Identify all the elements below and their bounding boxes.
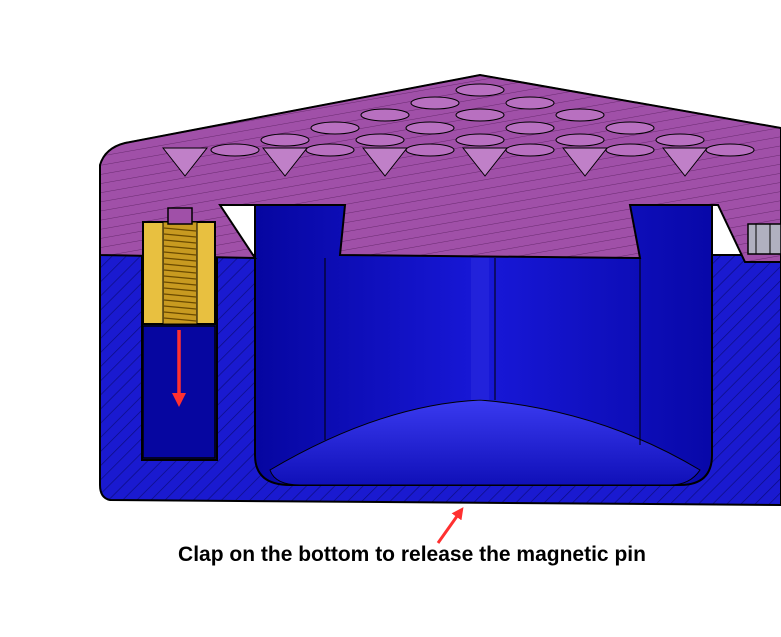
thread-line xyxy=(163,257,197,262)
dimple xyxy=(505,96,555,110)
dimple xyxy=(405,121,455,135)
dimple xyxy=(555,108,605,122)
dimple xyxy=(355,133,405,147)
thread-line xyxy=(163,275,197,280)
thread-line xyxy=(163,251,197,256)
threaded-brass-insert xyxy=(142,207,216,325)
insert-threads xyxy=(163,227,197,322)
cap-cone-teeth xyxy=(161,147,709,177)
dimple xyxy=(405,143,455,157)
thread-line xyxy=(163,299,197,304)
thread-line xyxy=(163,263,197,268)
cone-tooth xyxy=(461,147,509,177)
thread-line xyxy=(163,269,197,274)
thread-line xyxy=(163,293,197,298)
thread-line xyxy=(163,305,197,310)
dimple xyxy=(705,143,755,157)
dimple xyxy=(305,143,355,157)
inner-cavity xyxy=(254,199,713,486)
cone-tooth xyxy=(561,147,609,177)
thread-line xyxy=(163,233,197,238)
caption-text: Clap on the bottom to release the magnet… xyxy=(178,543,646,566)
dimple xyxy=(260,133,310,147)
thread-line xyxy=(163,227,197,232)
cone-tooth xyxy=(361,147,409,177)
cone-tooth xyxy=(161,147,209,177)
dimple xyxy=(455,133,505,147)
thread-line xyxy=(163,245,197,250)
dimple xyxy=(505,121,555,135)
dimple xyxy=(455,83,505,97)
dimple xyxy=(310,121,360,135)
thread-line xyxy=(163,239,197,244)
side-fastener xyxy=(747,223,781,255)
dimple xyxy=(655,133,705,147)
dimple xyxy=(455,108,505,122)
dimple xyxy=(360,108,410,122)
dimple xyxy=(210,143,260,157)
dimple xyxy=(605,121,655,135)
dimple xyxy=(605,143,655,157)
dimple xyxy=(505,143,555,157)
thread-line xyxy=(163,317,197,322)
purple-textured-cap xyxy=(99,73,781,263)
thread-line xyxy=(163,311,197,316)
clap-location-arrow xyxy=(436,507,464,544)
cone-tooth xyxy=(261,147,309,177)
thread-line xyxy=(163,287,197,292)
dimple xyxy=(555,133,605,147)
cap-dimples xyxy=(210,83,755,157)
dimple xyxy=(410,96,460,110)
cone-tooth xyxy=(661,147,709,177)
thread-line xyxy=(163,281,197,286)
